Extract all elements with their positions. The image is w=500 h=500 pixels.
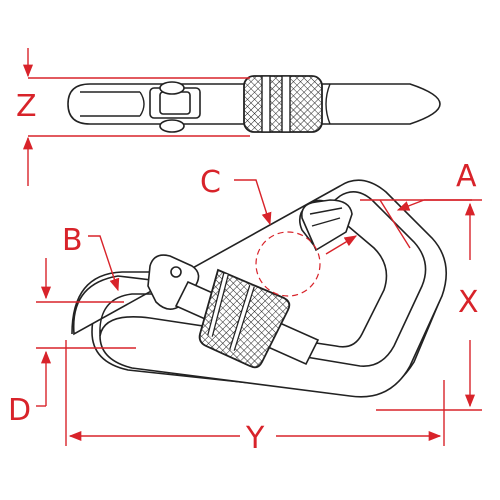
- label-d: D: [8, 393, 31, 428]
- label-x: X: [458, 285, 479, 320]
- carabiner-front-view: [71, 179, 448, 398]
- carabiner-side-view: [67, 75, 441, 133]
- dimension-b: B: [36, 223, 124, 303]
- label-b: B: [62, 223, 83, 258]
- dimension-a: A: [325, 159, 477, 255]
- dimension-x: X: [360, 199, 482, 411]
- label-a: A: [456, 159, 477, 194]
- dimension-y: Y: [65, 340, 445, 456]
- label-z: Z: [16, 89, 37, 124]
- dimension-c: C: [200, 165, 321, 297]
- dimension-d: D: [8, 347, 136, 428]
- label-c: C: [200, 165, 221, 200]
- dimension-z: Z: [16, 48, 250, 186]
- label-y: Y: [245, 421, 265, 456]
